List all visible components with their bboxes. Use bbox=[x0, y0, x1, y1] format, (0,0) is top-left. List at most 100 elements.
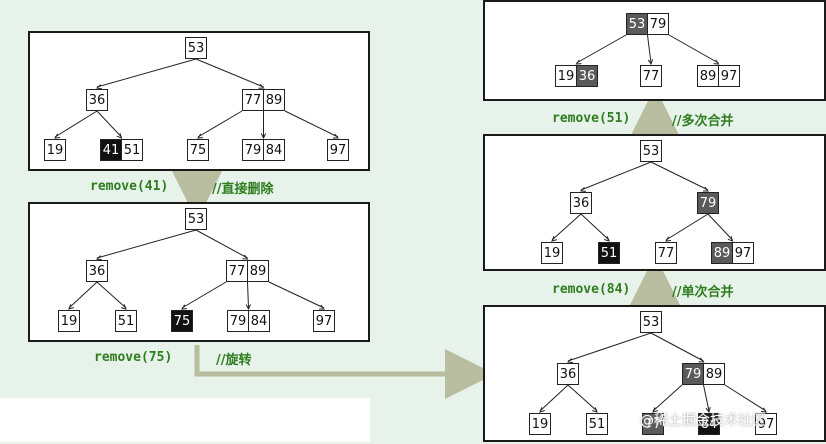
btree-key: 77 bbox=[655, 242, 677, 264]
btree-node: 97 bbox=[755, 413, 777, 435]
tree-edge-arrowhead bbox=[197, 133, 204, 139]
tree-edges bbox=[539, 332, 767, 414]
tree-edge-arrowhead bbox=[579, 186, 587, 192]
btree-node: 79 bbox=[697, 192, 719, 214]
op-label-3: remove(84) bbox=[552, 282, 631, 297]
tree-edge-arrowhead bbox=[727, 236, 734, 242]
tree-edge bbox=[551, 213, 582, 241]
btree-key: 53 bbox=[640, 311, 662, 333]
btree-key: 51 bbox=[586, 413, 608, 435]
btree-key: 75 bbox=[171, 310, 193, 332]
tree-edge-arrowhead bbox=[318, 304, 326, 310]
btree-node: 97 bbox=[313, 310, 335, 332]
watermark-text: @稀土掘金技术社区 bbox=[640, 413, 766, 429]
tree-edge bbox=[668, 34, 719, 64]
btree-node: 53 bbox=[185, 208, 207, 230]
btree-key: 84 bbox=[248, 310, 270, 332]
btree-node: 19 bbox=[541, 242, 563, 264]
btree-key: 19 bbox=[58, 310, 80, 332]
btree-node: 19 bbox=[58, 310, 80, 332]
tree-edge-arrowhead bbox=[258, 83, 265, 89]
tree-edge-arrowhead bbox=[551, 236, 557, 242]
tree-edge bbox=[580, 213, 610, 241]
btree-key: 97 bbox=[732, 242, 754, 264]
btree-key: 53 bbox=[185, 208, 207, 230]
op-label-2: remove(75) bbox=[94, 350, 173, 365]
comment-label-1: //直接删除 bbox=[212, 182, 274, 197]
tree-edge-arrowhead bbox=[121, 304, 127, 310]
btree-key: 97 bbox=[755, 413, 777, 435]
btree-key: 19 bbox=[555, 65, 577, 87]
btree-node: 51 bbox=[586, 413, 608, 435]
btree-node: 19 bbox=[44, 139, 66, 161]
tree-edge-arrowhead bbox=[116, 133, 123, 139]
tree-edge bbox=[197, 110, 243, 138]
btree-key: 36 bbox=[576, 65, 598, 87]
tree-edge bbox=[284, 110, 339, 138]
tree-edge-arrowhead bbox=[575, 59, 582, 65]
btree-key: 36 bbox=[86, 260, 108, 282]
btree-node: 77 bbox=[640, 65, 662, 87]
tree-edge-arrowhead bbox=[95, 255, 103, 261]
tree-edges bbox=[68, 229, 326, 311]
op-label-1: remove(41) bbox=[90, 179, 169, 194]
tree-edge bbox=[96, 281, 127, 309]
tree-edge bbox=[724, 384, 767, 412]
tree-edge bbox=[580, 161, 652, 191]
tree-edges bbox=[575, 34, 720, 66]
tree-edge-arrowhead bbox=[260, 133, 267, 140]
tree-edge-arrowhead bbox=[647, 59, 654, 66]
btree-node: 36 bbox=[557, 363, 579, 385]
tree-edge bbox=[96, 58, 197, 88]
tree-edge-arrowhead bbox=[713, 59, 720, 65]
btree-node: 53 bbox=[185, 37, 207, 59]
btree-key: 89 bbox=[703, 363, 725, 385]
tree-edge bbox=[181, 281, 227, 309]
btree-key: 79 bbox=[682, 363, 704, 385]
btree-key: 36 bbox=[570, 192, 592, 214]
tree-edge bbox=[68, 281, 98, 309]
btree-key: 79 bbox=[647, 13, 669, 35]
comment-label-4: //多次合并 bbox=[672, 114, 734, 129]
tree-edges bbox=[54, 58, 340, 140]
tree-edge-arrowhead bbox=[242, 254, 249, 260]
tree-edge bbox=[567, 384, 598, 412]
tree-edge bbox=[707, 213, 733, 241]
btree-key: 51 bbox=[598, 242, 620, 264]
btree-node: 97 bbox=[327, 139, 349, 161]
tree-edge bbox=[96, 110, 122, 138]
btree-key: 51 bbox=[115, 310, 137, 332]
tree-edge-arrowhead bbox=[68, 304, 74, 310]
btree-key: 84 bbox=[263, 139, 285, 161]
tree-edge bbox=[195, 229, 248, 259]
btree-node: 51 bbox=[598, 242, 620, 264]
btree-key: 36 bbox=[557, 363, 579, 385]
tree-edge bbox=[650, 161, 709, 191]
tree-edge bbox=[247, 281, 249, 309]
btree-key: 79 bbox=[242, 139, 264, 161]
tree-edge bbox=[703, 384, 710, 412]
tree-edge-arrowhead bbox=[705, 407, 711, 414]
btree-key: 79 bbox=[697, 192, 719, 214]
btree-key: 51 bbox=[121, 139, 143, 161]
btree-key: 89 bbox=[263, 89, 285, 111]
btree-key: 79 bbox=[227, 310, 249, 332]
btree-node: 19 bbox=[529, 413, 551, 435]
comment-label-2: //旋转 bbox=[216, 353, 252, 368]
tree-edge-arrowhead bbox=[760, 407, 767, 413]
btree-node: 77 bbox=[655, 242, 677, 264]
tree-edge-arrowhead bbox=[332, 133, 340, 139]
tree-edge-arrowhead bbox=[592, 407, 598, 413]
